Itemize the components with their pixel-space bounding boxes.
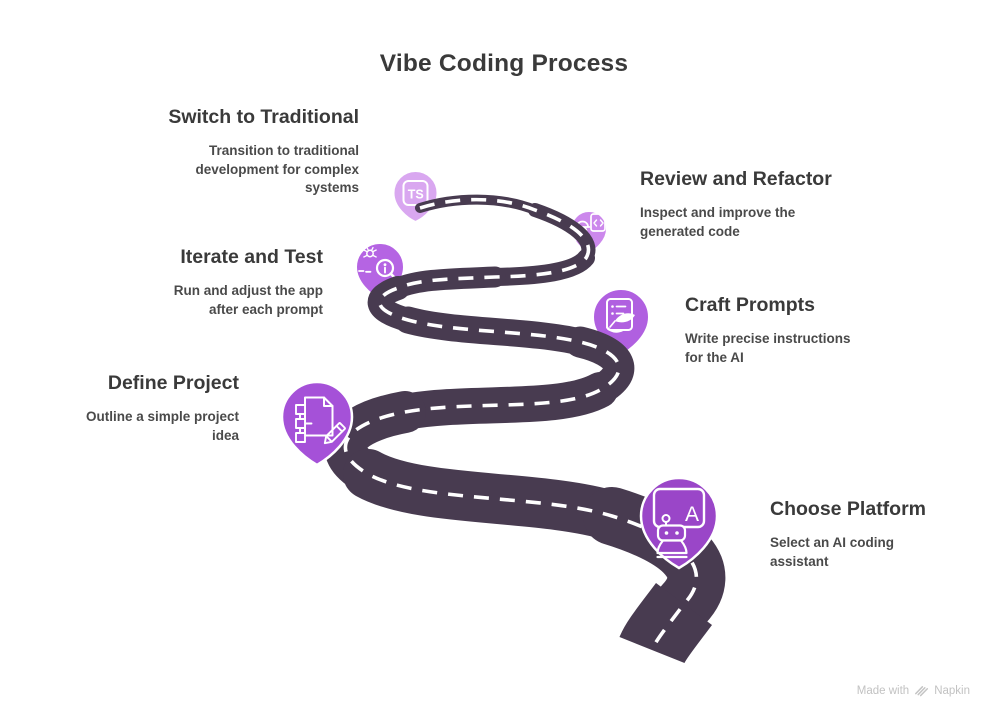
made-with-napkin-credit: Made with Napkin xyxy=(857,684,970,697)
pin-switch-traditional: TS xyxy=(392,170,439,224)
step-title: Switch to Traditional xyxy=(168,106,359,128)
step-craft-prompts: Craft Prompts Write precise instructions… xyxy=(685,294,925,367)
step-description: Inspect and improve the generated code xyxy=(640,205,796,239)
step-description: Run and adjust the app after each prompt xyxy=(173,283,323,317)
napkin-logo-icon xyxy=(915,686,929,697)
svg-text:TS: TS xyxy=(408,187,424,201)
notepad-quill-icon xyxy=(606,298,635,333)
step-switch-traditional: Switch to Traditional Transition to trad… xyxy=(89,106,359,197)
road-center-dashed-line xyxy=(343,197,699,651)
step-description: Outline a simple project idea xyxy=(85,409,239,443)
step-description: Select an AI coding assistant xyxy=(770,535,895,569)
step-iterate-test: Iterate and Test Run and adjust the app … xyxy=(73,246,323,319)
step-title: Review and Refactor xyxy=(640,168,832,190)
pin-choose-platform: A xyxy=(639,476,719,570)
typescript-badge-icon: TS xyxy=(402,180,429,206)
step-title: Craft Prompts xyxy=(685,294,816,316)
brand-label: Napkin xyxy=(934,684,970,697)
step-description: Transition to traditional development fo… xyxy=(195,143,359,196)
step-description: Write precise instructions for the AI xyxy=(685,331,851,365)
svg-text:A: A xyxy=(685,503,699,526)
step-title: Define Project xyxy=(107,372,239,394)
step-review-refactor: Review and Refactor Inspect and improve … xyxy=(640,168,890,241)
step-choose-platform: Choose Platform Select an AI coding assi… xyxy=(770,498,990,571)
robot-assistant-icon: A xyxy=(652,487,706,559)
step-title: Choose Platform xyxy=(770,498,927,520)
step-define-project: Define Project Outline a simple project … xyxy=(19,372,239,445)
step-title: Iterate and Test xyxy=(180,246,323,268)
made-with-label: Made with xyxy=(856,684,910,697)
page-title: Vibe Coding Process xyxy=(379,50,629,77)
document-flowchart-pencil-icon xyxy=(295,396,346,445)
pin-define-project xyxy=(280,380,354,467)
